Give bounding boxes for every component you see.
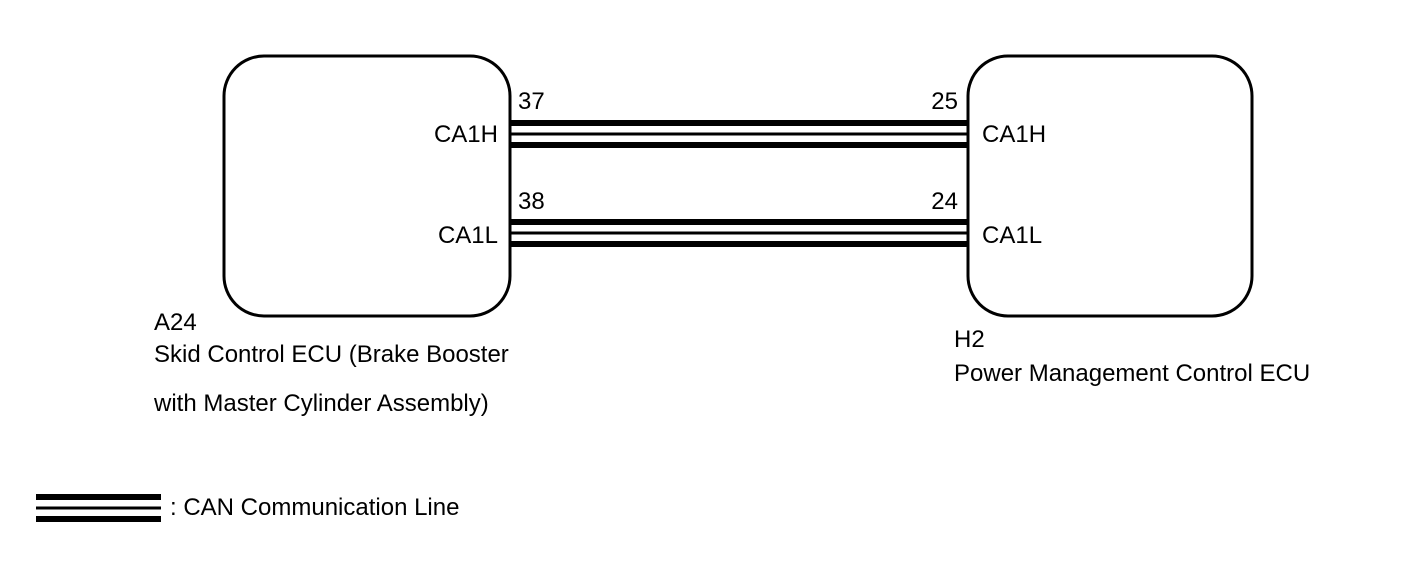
right-ecu-name: Power Management Control ECU (954, 360, 1310, 387)
legend-line-symbol (36, 494, 161, 522)
left-pin-number-ca1l: 38 (518, 188, 545, 215)
skid-control-ecu-box (222, 54, 512, 318)
left-ecu-code: A24 (154, 309, 197, 336)
can-line-ca1h (510, 120, 968, 148)
left-ecu-name-line1: Skid Control ECU (Brake Booster (154, 341, 509, 368)
right-ecu-code: H2 (954, 326, 985, 353)
power-management-ecu-box (966, 54, 1254, 318)
left-pin-signal-ca1l: CA1L (438, 222, 498, 249)
can-line-ca1l (510, 219, 968, 247)
right-pin-number-ca1l: 24 (931, 188, 958, 215)
right-pin-signal-ca1l: CA1L (982, 222, 1042, 249)
left-pin-signal-ca1h: CA1H (434, 121, 498, 148)
right-pin-number-ca1h: 25 (931, 88, 958, 115)
legend-label: : CAN Communication Line (170, 494, 459, 521)
left-pin-number-ca1h: 37 (518, 88, 545, 115)
left-ecu-name-line2: with Master Cylinder Assembly) (153, 390, 489, 417)
right-pin-signal-ca1h: CA1H (982, 121, 1046, 148)
